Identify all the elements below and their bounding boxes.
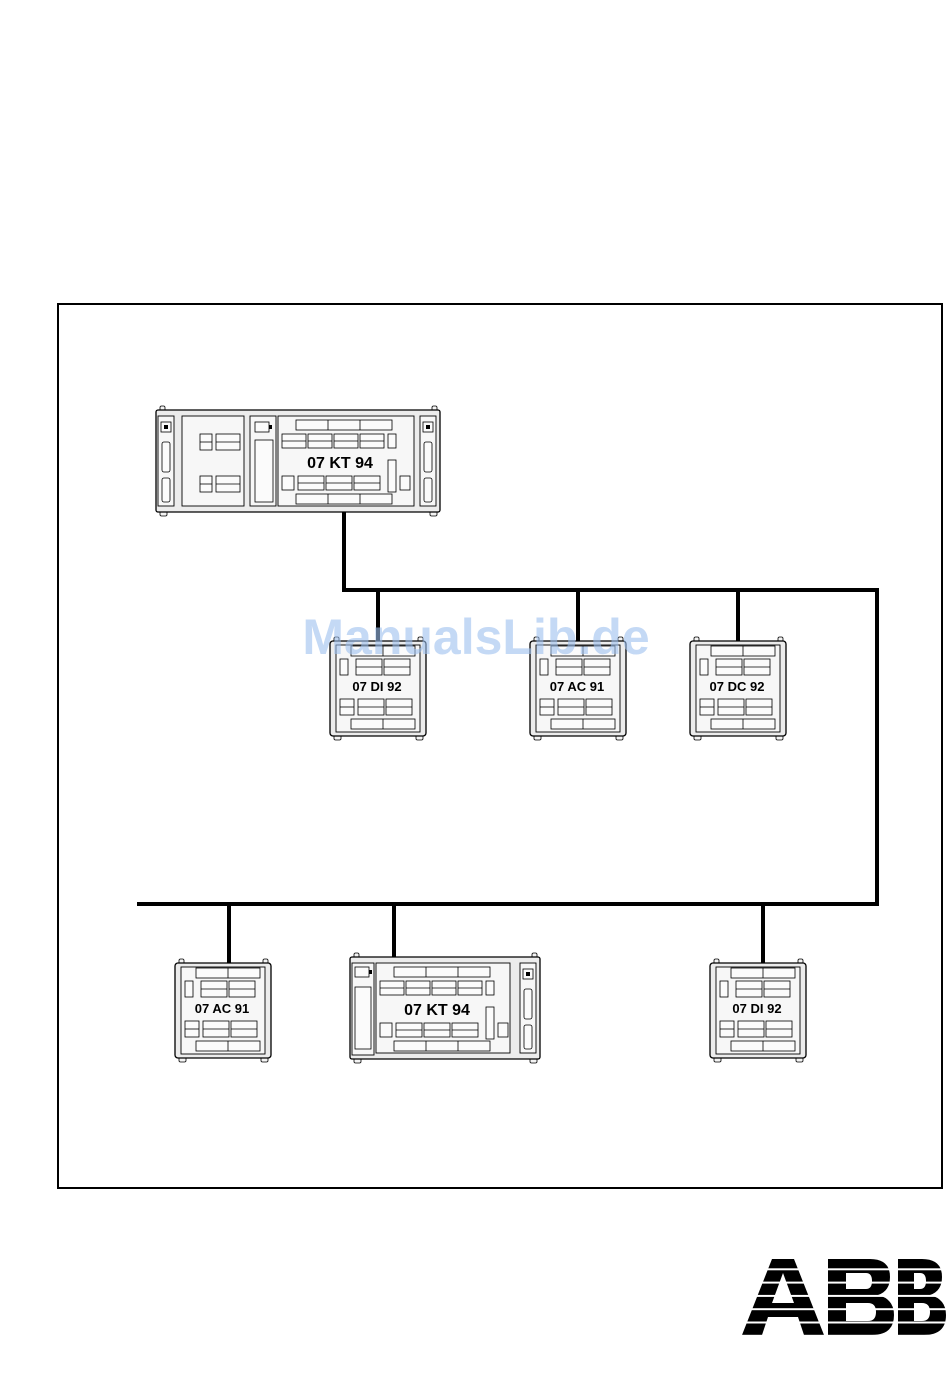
bus-lines	[139, 512, 877, 963]
module-label: 07 AC 91	[550, 679, 604, 694]
abb-logo-bars	[740, 1257, 950, 1335]
module-di92-bot: 07 DI 92	[710, 959, 806, 1062]
module-kt94-bot: 07 KT 94	[350, 953, 540, 1063]
modules-layer: 07 KT 94 07 DI 92 07 AC 91 07 DC 92 07 AC 91…	[156, 406, 806, 1063]
module-label: 07 KT 94	[404, 1002, 470, 1019]
module-label: 07 DC 92	[710, 679, 765, 694]
watermark: ManualsLib.de	[302, 609, 649, 665]
module-label: 07 KT 94	[307, 455, 373, 472]
module-label: 07 AC 91	[195, 1001, 249, 1016]
module-dc92-mid: 07 DC 92	[690, 637, 786, 740]
module-label: 07 DI 92	[352, 679, 401, 694]
module-label: 07 DI 92	[732, 1001, 781, 1016]
module-ac91-bot: 07 AC 91	[175, 959, 271, 1062]
abb-logo: ABB	[740, 1257, 950, 1335]
module-kt94-top: 07 KT 94	[156, 406, 440, 516]
